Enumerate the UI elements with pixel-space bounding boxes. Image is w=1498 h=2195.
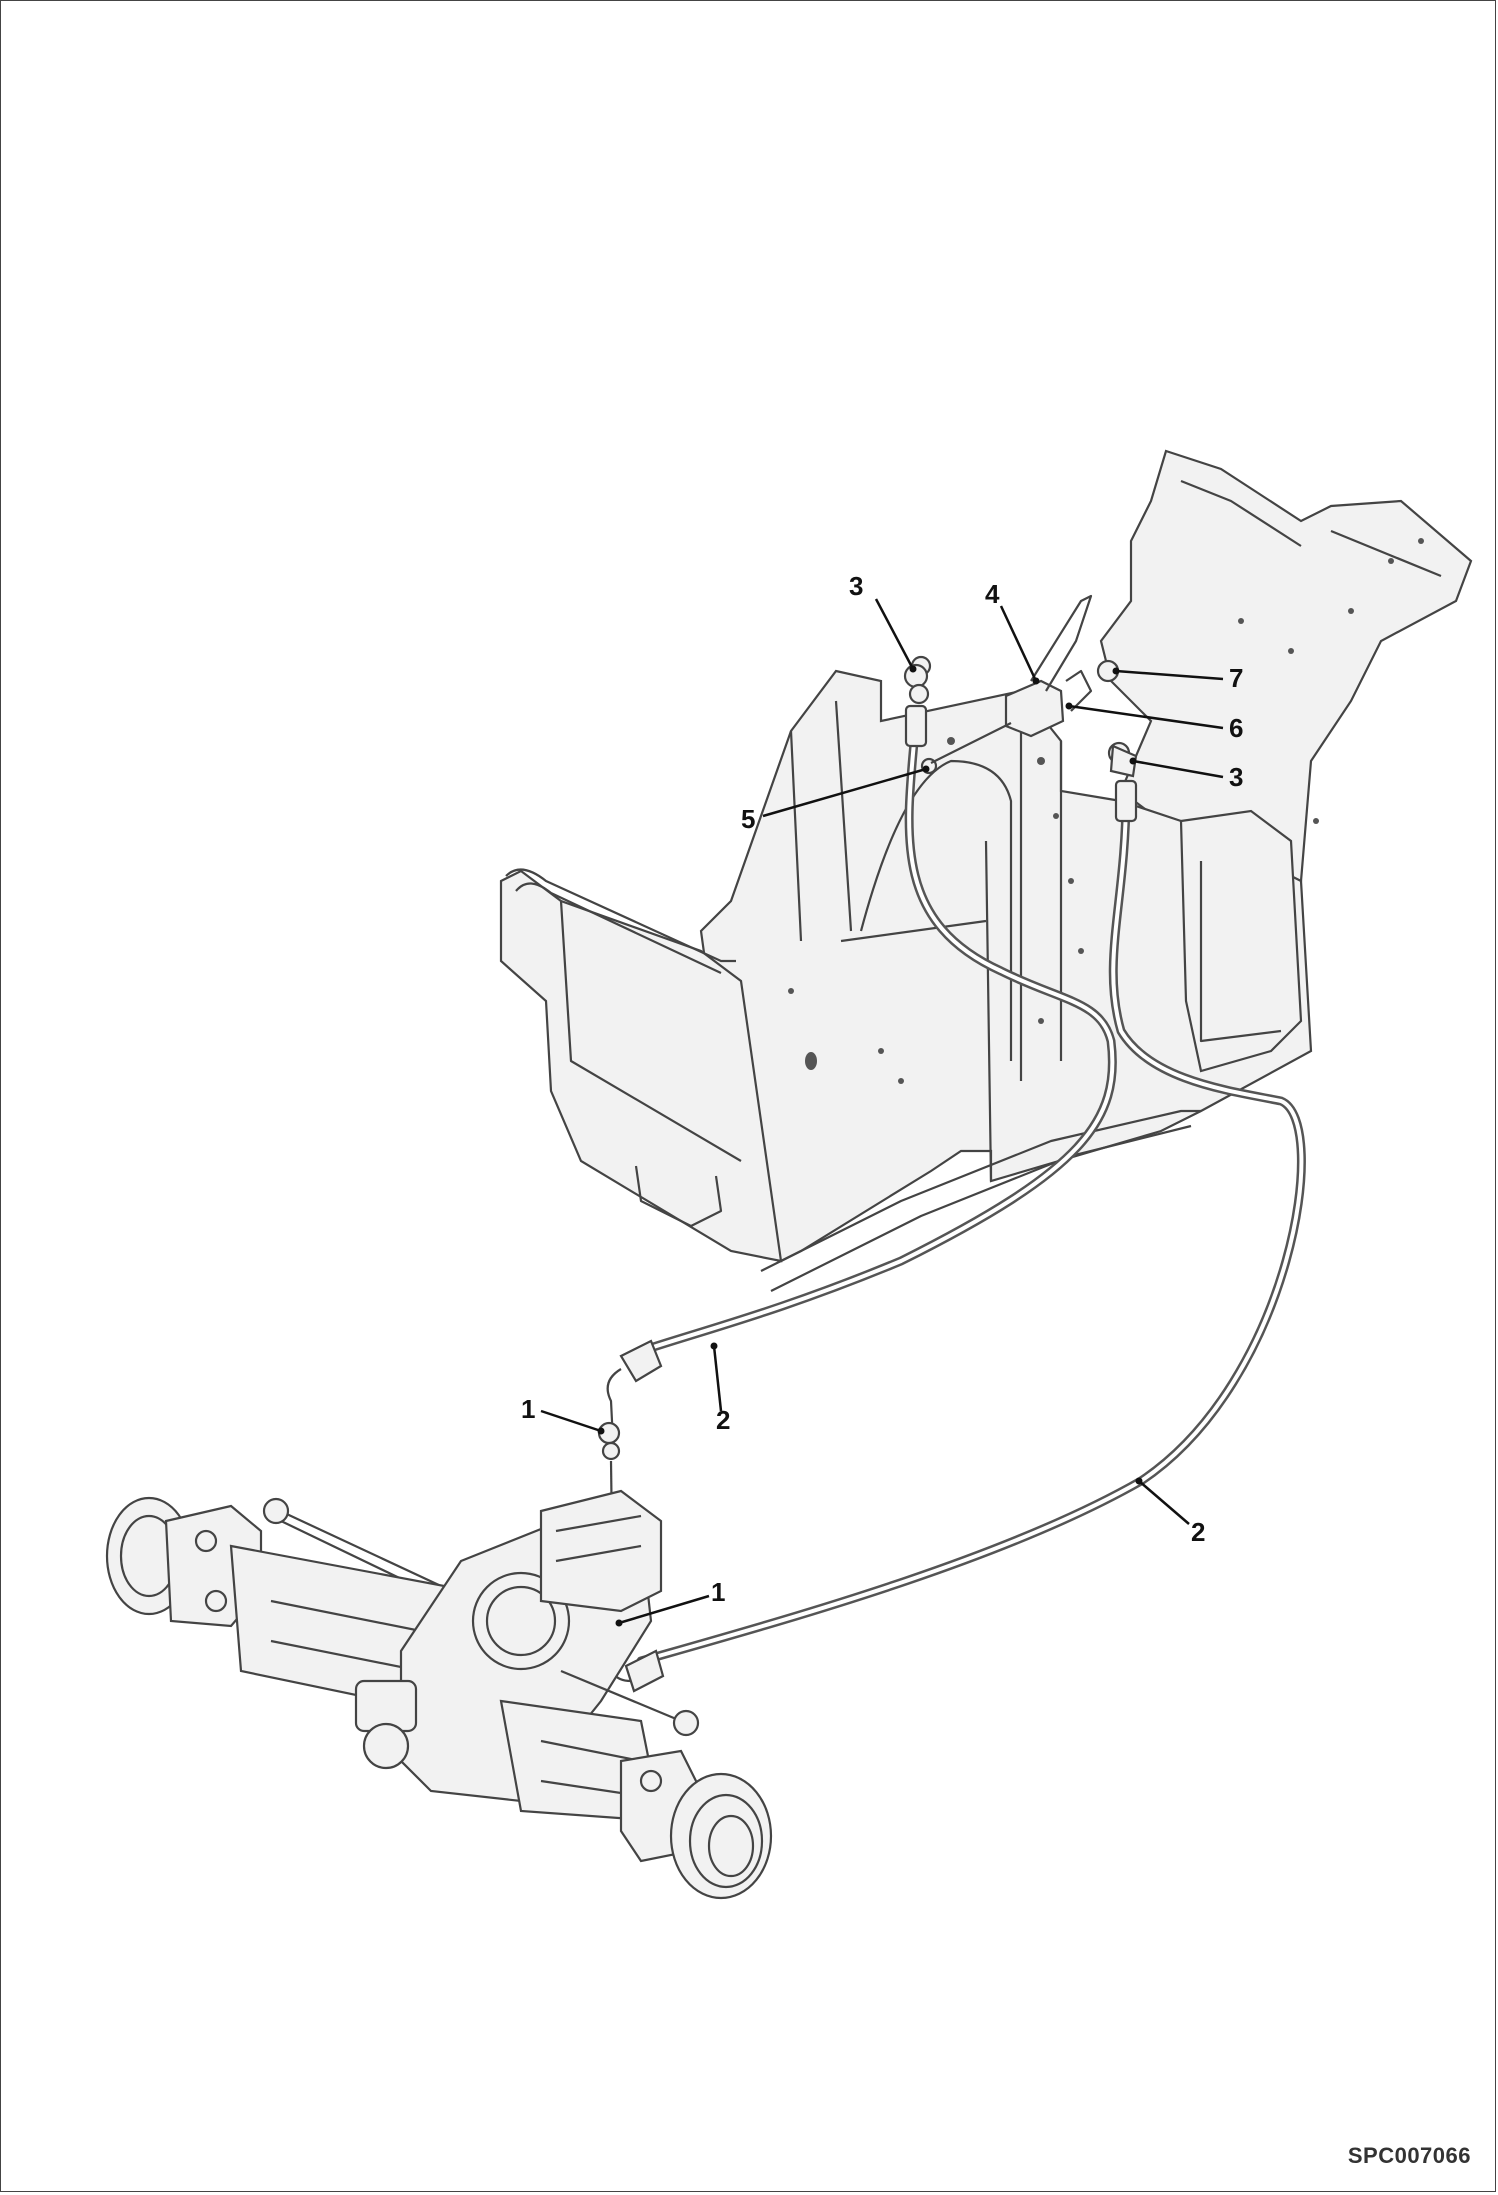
callout-6: 6 (1229, 713, 1244, 743)
callout-1: 1 (711, 1577, 726, 1607)
leader-lines (540, 598, 1224, 1627)
callout-5: 5 (741, 804, 756, 834)
callout-1: 1 (521, 1394, 536, 1424)
callout-3: 3 (1229, 762, 1244, 792)
callout-4: 4 (985, 579, 1000, 609)
callout-2: 2 (1191, 1517, 1206, 1547)
callout-2: 2 (716, 1405, 731, 1435)
axle-assembly (105, 1489, 773, 1900)
hoses (606, 704, 1306, 1693)
drawing-code: SPC007066 (1347, 2143, 1471, 2168)
frame-structure (499, 449, 1473, 1292)
callout-3: 3 (849, 571, 864, 601)
callout-7: 7 (1229, 663, 1244, 693)
